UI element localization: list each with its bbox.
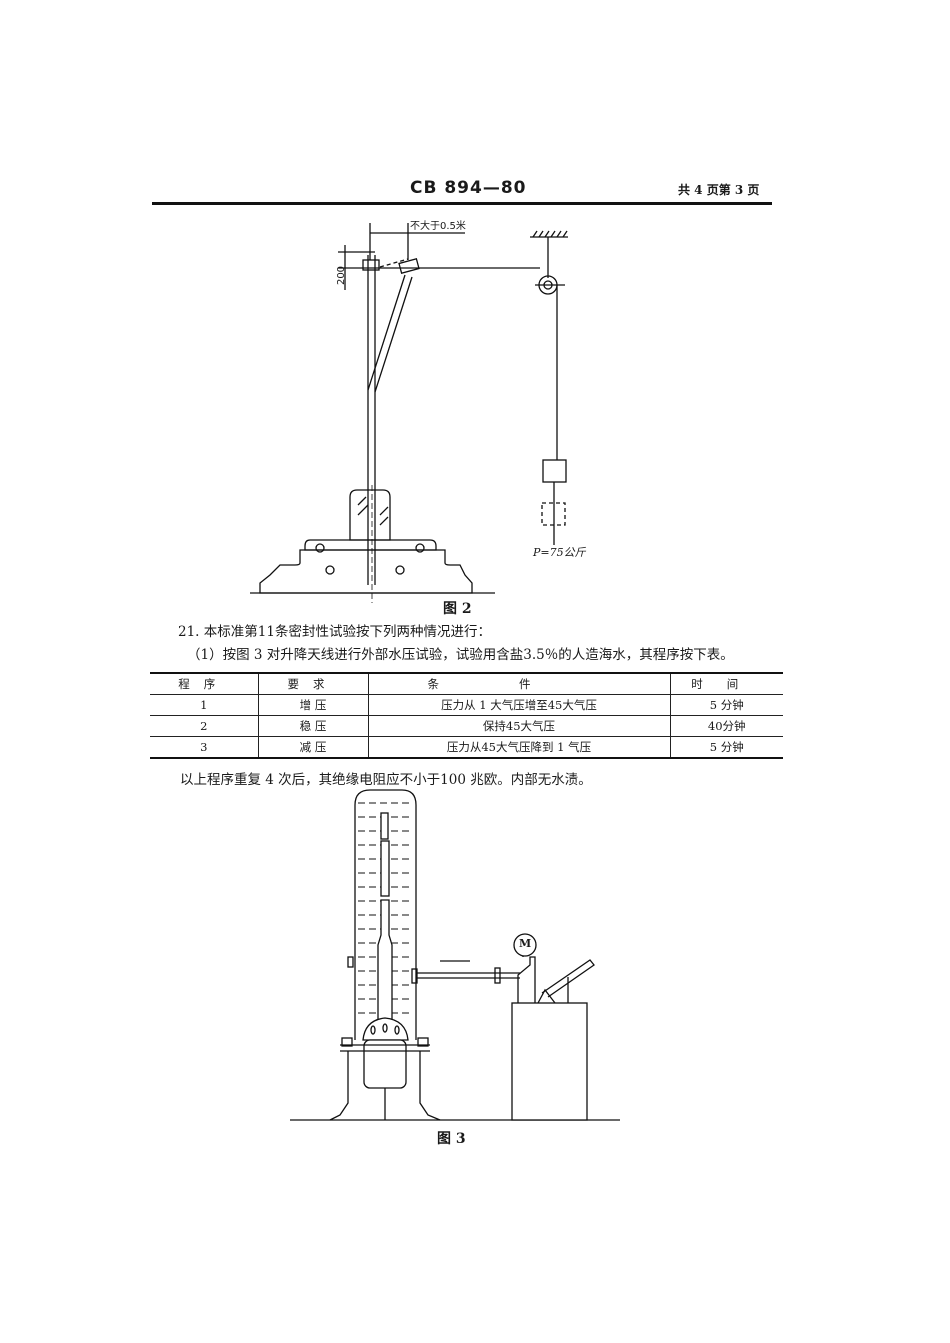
pressure-gauge-label: M	[519, 937, 532, 950]
cell-condition: 保持45大气压	[367, 715, 670, 737]
table-row: 2 稳 压 保持45大气压 40分钟	[150, 715, 783, 737]
figure-2-drawing	[250, 223, 568, 603]
after-table-text: 以上程序重复 4 次后，其绝缘电阻应不小于100 兆欧。内部无水渍。	[180, 772, 592, 788]
table-row: 3 减 压 压力从45大气压降到 1 气压 5 分钟	[150, 736, 783, 759]
cell-requirement: 增 压	[257, 694, 368, 716]
dimension-label-height: 200	[336, 265, 348, 286]
clause-21-item-1: （1）按图 3 对升降天线进行外部水压试验，试验用含盐3.5％的人造海水，其程序…	[187, 647, 734, 663]
dimension-label-distance: 不大于0.5米	[410, 221, 466, 232]
cell-condition: 压力从 1 大气压增至45大气压	[367, 694, 670, 716]
figure-3-drawing	[290, 789, 620, 1121]
cell-step: 3	[150, 736, 258, 759]
cell-time: 5 分钟	[669, 736, 783, 759]
header-rule	[152, 202, 772, 205]
figure-3-caption: 图 3	[437, 1131, 466, 1147]
test-procedure-table: 程序 要求 条件 时间 1 增 压 压力从 1 大气压增至45大气压 5 分钟 …	[150, 672, 783, 759]
figure-2-caption: 图 2	[443, 601, 472, 617]
table-header-row: 程序 要求 条件 时间	[150, 672, 783, 695]
col-header-step: 程序	[150, 672, 258, 695]
cell-time: 40分钟	[669, 715, 783, 737]
col-header-requirement: 要求	[257, 672, 368, 695]
table-row: 1 增 压 压力从 1 大气压增至45大气压 5 分钟	[150, 694, 783, 716]
col-header-condition: 条件	[367, 672, 670, 695]
load-label: P=75公斤	[533, 546, 586, 559]
clause-21-intro: 21. 本标准第11条密封性试验按下列两种情况进行：	[178, 624, 491, 640]
standard-code: CB 894—80	[410, 178, 527, 198]
cell-requirement: 减 压	[257, 736, 368, 759]
col-header-time: 时间	[669, 672, 783, 695]
cell-step: 2	[150, 715, 258, 737]
cell-requirement: 稳 压	[257, 715, 368, 737]
page-number: 共 4 页第 3 页	[678, 183, 760, 197]
cell-step: 1	[150, 694, 258, 716]
cell-condition: 压力从45大气压降到 1 气压	[367, 736, 670, 759]
cell-time: 5 分钟	[669, 694, 783, 716]
